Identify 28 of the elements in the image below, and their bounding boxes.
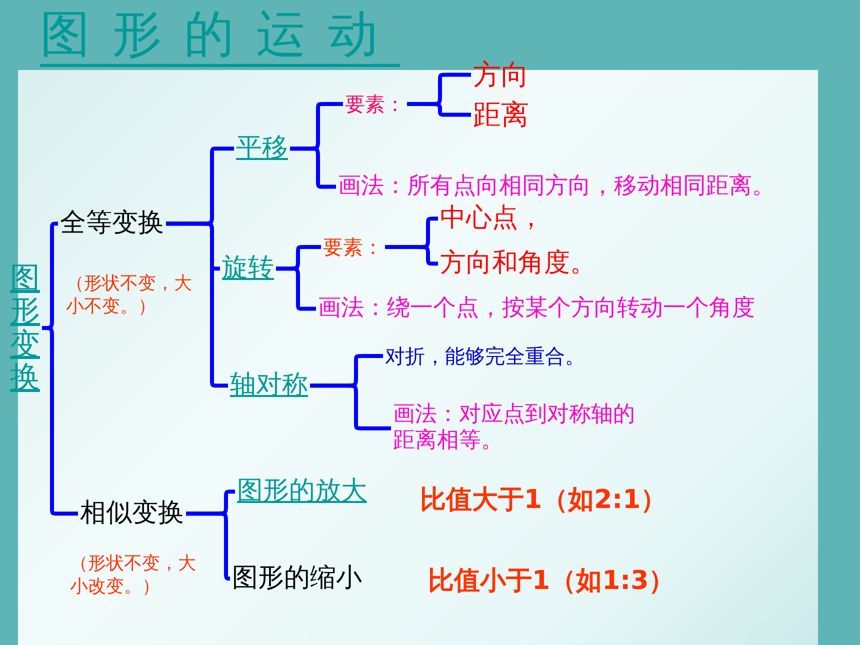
- ratio-note: 比值小于1（如1:3）: [428, 565, 676, 598]
- brace-connector: [276, 266, 316, 311]
- node-text: 画法：对应点到对称轴的距离相等。: [393, 402, 643, 455]
- brace-connector: [407, 102, 471, 117]
- node-text: 轴对称: [230, 370, 308, 402]
- node-text: 中心点，: [440, 203, 544, 234]
- node-text: 平移: [236, 133, 288, 164]
- brace-connector: [166, 222, 228, 388]
- brace-connector: [310, 384, 391, 430]
- brace-connector: [186, 512, 232, 581]
- brace-connector: [385, 245, 439, 266]
- node-text: 全等变换: [60, 208, 164, 240]
- note-text: （形状不变，大小改变。）: [70, 552, 197, 599]
- node-text: 旋转: [222, 253, 274, 284]
- node-text: 对折，能够完全重合。: [385, 344, 585, 368]
- ratio-note: 比值大于1（如2:1）: [420, 484, 668, 517]
- node-text: 方向和角度。: [440, 248, 596, 280]
- title: 图形的运动: [40, 6, 400, 66]
- node-text: 相似变换: [80, 498, 184, 530]
- brace-connector: [290, 146, 336, 189]
- node-text: 要素：: [345, 92, 405, 116]
- node-text: 距离: [473, 98, 529, 132]
- node-text: 画法：绕一个点，按某个方向转动一个角度: [318, 295, 755, 323]
- node-text: 图形的缩小: [232, 563, 362, 594]
- node-text: 画法：所有点向相同方向，移动相同距离。: [338, 173, 775, 201]
- brace-connector: [40, 326, 78, 516]
- node-text: 要素：: [323, 235, 383, 259]
- note-text: （形状不变，大小不变。）: [66, 272, 193, 319]
